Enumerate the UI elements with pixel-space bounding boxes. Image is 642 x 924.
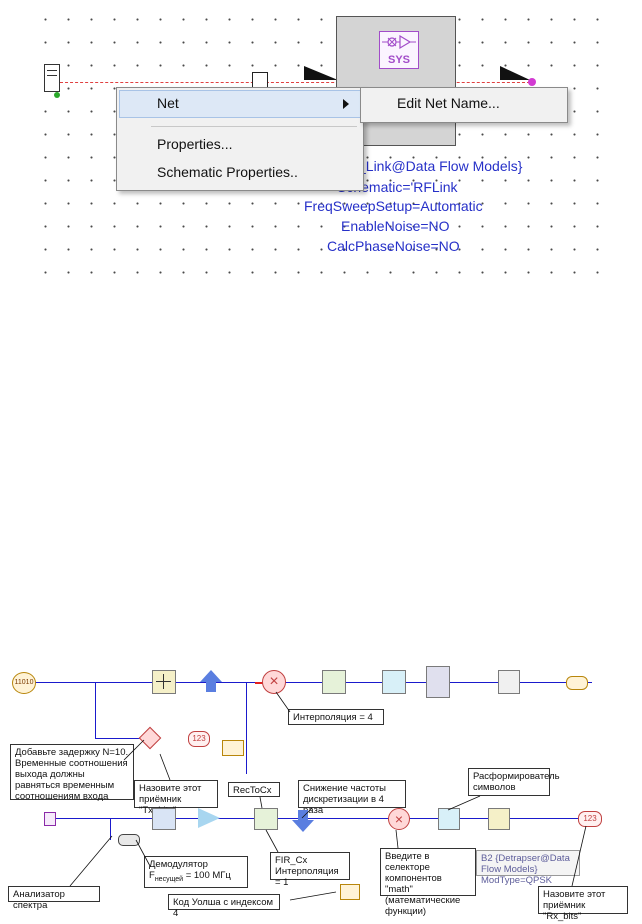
annotation-math: Введите в селекторе компонентов "math" (… [380,848,476,917]
annotation-detrapser: B2 {Detrapser@Data Flow Models} ModType=… [476,850,580,886]
wire [95,738,141,739]
display-sink[interactable] [222,740,244,756]
multiplier-icon[interactable]: × [262,670,286,694]
annotation-fir: FIR_Cx Интерполяция = 1 [270,852,350,888]
block-diagram: 11010 × 123 Интерполяция = 4 Добавьте за… [0,640,642,924]
param-line-1: _Link@Data Flow Models} [358,158,523,174]
sys-icon-label: SYS [387,54,410,66]
annotation-interpolation: Интерполяция = 4 [288,709,384,725]
annotation-deformer: Расформирователь символов [468,768,560,796]
demodulator-frequency: Fнесущей = 100 МГц [149,870,243,885]
annotation-walsh: Код Уолша с индексом 4 [168,894,280,919]
amplifier-shape-left[interactable] [304,66,338,80]
upsample-arrow-stem [206,682,216,692]
submenu: Edit Net Name... [360,87,568,123]
gain-block[interactable] [382,670,406,694]
param-line-5: CalcPhaseNoise=NO [327,238,460,254]
menu-item-schematic-properties[interactable]: Schematic Properties.. [157,164,298,180]
sys-icon: SYS [379,31,419,69]
wire [32,682,592,683]
port-component[interactable] [44,64,60,92]
selected-net[interactable] [60,82,530,83]
noise-density-block[interactable] [498,670,520,694]
rectocx-amp-icon[interactable] [198,808,220,828]
wire [110,818,111,840]
submenu-arrow-icon [343,99,349,109]
context-menu: Net Properties... Schematic Properties.. [116,87,364,191]
demodulator-frequency-symbol: F [149,870,155,881]
adder-block[interactable] [152,670,176,694]
multiplier-icon-2[interactable]: × [388,808,410,830]
annotation-delay: Добавьте задержку N=10. Временные соотно… [10,744,134,802]
walsh-sink[interactable] [340,884,360,900]
menu-separator [151,126,357,127]
downsample-arrow-icon[interactable] [298,810,308,820]
filter-block[interactable] [322,670,346,694]
input-source[interactable] [44,812,56,826]
demodulator-block[interactable] [152,808,176,830]
annotation-spectrum: Анализатор спектра [8,886,100,911]
spectrum-sink[interactable] [118,834,140,846]
param-line-4: EnableNoise=NO [341,218,450,234]
adder-block-2[interactable] [488,808,510,830]
tx-sink-label: 123 [192,734,206,743]
menu-item-net-highlight[interactable] [119,90,361,118]
demodulator-frequency-value: = 100 МГц [183,870,231,881]
rx-sink[interactable]: 123 [578,811,602,827]
output-sink[interactable] [566,676,588,690]
port-pin [54,92,60,98]
annotation-arrows [69,691,587,901]
rx-sink-label: 123 [583,814,597,823]
pin-marker [528,78,536,86]
demodulator-frequency-subscript: несущей [154,875,184,883]
menu-item-edit-net-name[interactable]: Edit Net Name... [397,95,500,111]
param-line-3: FreqSweepSetup=Automatic [304,198,483,214]
annotation-rectocx: RecToCx [228,782,280,797]
param-line-2: Schematic='RFLink [337,179,458,195]
annotation-demodulator: Демодулятор Fнесущей = 100 МГц [144,856,248,888]
tx-sink[interactable]: 123 [188,731,210,747]
annotation-name-rx: Назовите этот приёмник "Rx_bits" [538,886,628,922]
wire [95,682,96,738]
menu-item-net[interactable]: Net [157,95,179,111]
downsample-arrow-head [292,820,314,832]
deformer-block[interactable] [438,808,460,830]
fir-block[interactable] [254,808,278,830]
bit-source[interactable]: 11010 [12,672,36,694]
upsample-arrow-icon[interactable] [200,670,222,682]
annotation-decimation: Снижение частоты дискретизации в 4 раза [298,780,406,816]
wire [50,818,580,819]
demodulator-title: Демодулятор [149,859,208,870]
modulator-block[interactable] [426,666,450,698]
amplifier-shape-right[interactable] [500,66,530,80]
wire [246,682,247,774]
bit-source-label: 11010 [14,679,34,686]
menu-item-properties[interactable]: Properties... [157,136,233,152]
